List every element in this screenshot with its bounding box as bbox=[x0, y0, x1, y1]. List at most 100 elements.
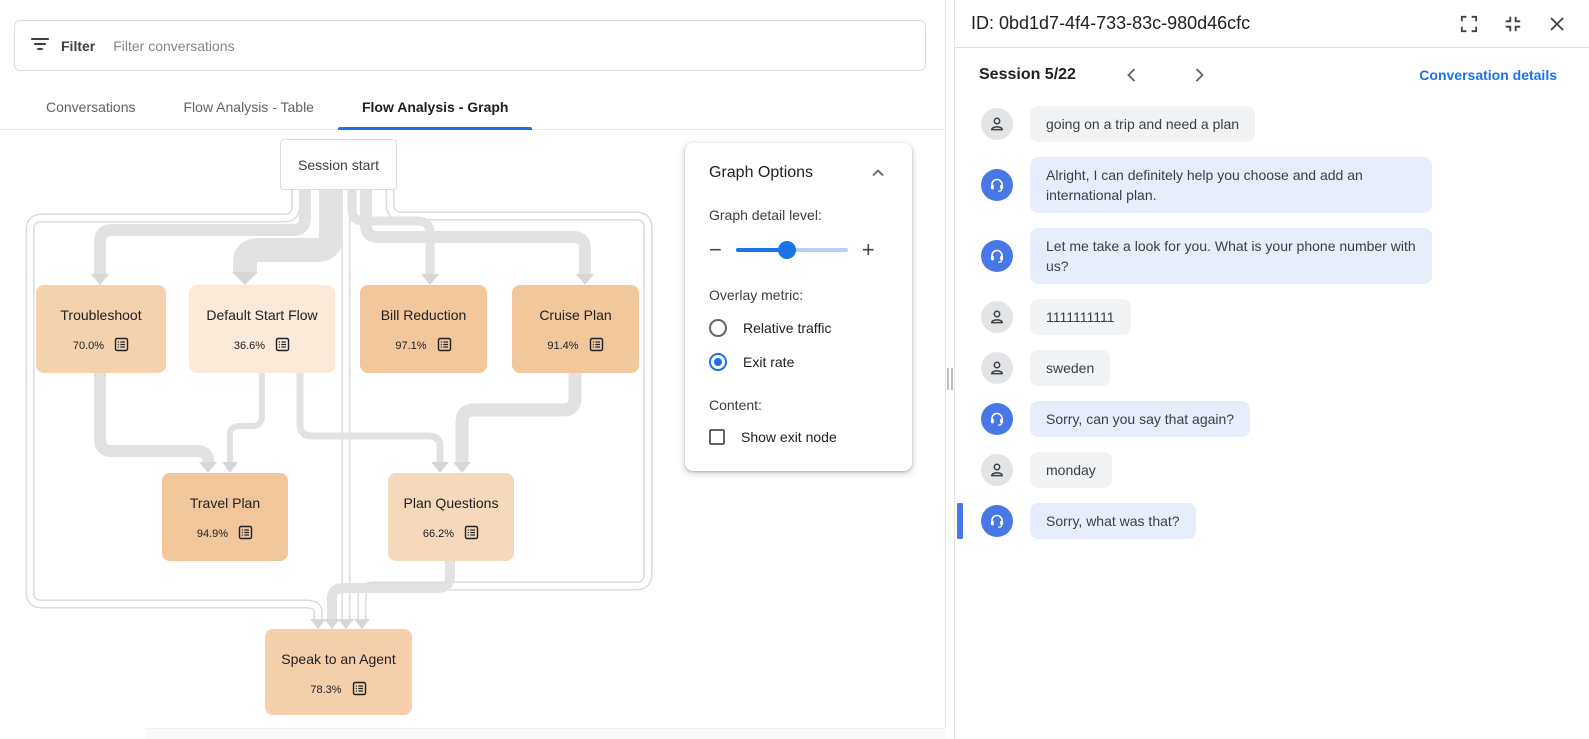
list-alt-icon[interactable] bbox=[437, 337, 452, 355]
graph-options-title: Graph Options bbox=[709, 164, 814, 181]
chat-message: 1111111111 bbox=[981, 299, 1565, 335]
list-alt-icon[interactable] bbox=[238, 525, 253, 543]
previous-session-chevron-left-icon[interactable] bbox=[1120, 63, 1144, 87]
panel-resize-divider[interactable] bbox=[946, 0, 955, 739]
agent-avatar-headset-icon bbox=[981, 169, 1013, 201]
checkbox-label: Show exit node bbox=[741, 429, 837, 445]
flow-node-label: Session start bbox=[298, 156, 379, 173]
slider-track[interactable] bbox=[735, 241, 848, 259]
chat-message: Alright, I can definitely help you choos… bbox=[981, 157, 1565, 213]
radio-label: Exit rate bbox=[743, 354, 795, 370]
tab-flow-analysis-table[interactable]: Flow Analysis - Table bbox=[183, 99, 314, 115]
zoom-out-minus-button[interactable]: − bbox=[709, 237, 722, 262]
session-nav-row: Session 5/22 Conversation details bbox=[955, 48, 1589, 102]
flow-node-label: Plan Questions bbox=[403, 495, 499, 511]
agent-avatar-headset-icon bbox=[981, 240, 1013, 272]
flow-node-speak-to-an-agent[interactable]: Speak to an Agent 78.3% bbox=[265, 629, 412, 715]
show-exit-node-checkbox[interactable]: Show exit node bbox=[709, 429, 888, 445]
user-avatar-icon bbox=[981, 454, 1013, 486]
flow-node-bill-reduction[interactable]: Bill Reduction 97.1% bbox=[360, 285, 487, 373]
collapse-chevron-up-icon[interactable] bbox=[868, 163, 888, 183]
message-bubble[interactable]: Sorry, can you say that again? bbox=[1030, 401, 1251, 437]
tab-flow-analysis-graph[interactable]: Flow Analysis - Graph bbox=[337, 85, 533, 130]
filter-list-icon bbox=[31, 37, 49, 54]
drag-handle-icon[interactable] bbox=[947, 368, 953, 390]
chat-transcript: going on a trip and need a plan Alright,… bbox=[955, 102, 1589, 539]
flow-graph-edges bbox=[25, 190, 653, 629]
message-bubble[interactable]: monday bbox=[1030, 452, 1112, 488]
exit-rate-value: 97.1% bbox=[395, 340, 427, 352]
flow-node-label: Travel Plan bbox=[189, 495, 261, 511]
next-session-chevron-right-icon[interactable] bbox=[1188, 63, 1212, 87]
message-bubble[interactable]: Alright, I can definitely help you choos… bbox=[1030, 157, 1432, 213]
flow-node-plan-questions[interactable]: Plan Questions 66.2% bbox=[388, 473, 514, 561]
conversation-id-title: ID: 0bd1d7-4f4-733-83c-980d46cfc bbox=[971, 13, 1251, 33]
exit-rate-value: 66.2% bbox=[422, 528, 455, 540]
user-avatar-icon bbox=[981, 108, 1013, 140]
exit-rate-value: 36.6% bbox=[233, 340, 266, 352]
close-icon[interactable] bbox=[1547, 14, 1567, 34]
graph-detail-slider: − + bbox=[709, 237, 888, 262]
agent-avatar-headset-icon bbox=[981, 403, 1013, 435]
flow-graph-canvas[interactable]: Session start Troubleshoot 70.0% Default… bbox=[0, 130, 946, 739]
horizontal-scrollbar[interactable] bbox=[145, 728, 946, 739]
chat-message: going on a trip and need a plan bbox=[981, 106, 1565, 142]
user-avatar-icon bbox=[981, 352, 1013, 384]
chat-message: monday bbox=[981, 452, 1565, 488]
graph-detail-level-label: Graph detail level: bbox=[709, 207, 822, 223]
zoom-in-plus-button[interactable]: + bbox=[861, 237, 875, 262]
exit-rate-value: 94.9% bbox=[196, 528, 229, 540]
radio-icon-selected[interactable] bbox=[709, 353, 727, 371]
radio-relative-traffic[interactable]: Relative traffic bbox=[709, 319, 888, 337]
chat-message: Sorry, can you say that again? bbox=[981, 401, 1565, 437]
list-alt-icon[interactable] bbox=[589, 337, 604, 355]
flow-node-default-start-flow[interactable]: Default Start Flow 36.6% bbox=[189, 285, 335, 373]
fullscreen-icon[interactable] bbox=[1459, 14, 1479, 34]
exit-rate-value: 78.3% bbox=[310, 684, 342, 696]
message-bubble[interactable]: Sorry, what was that? bbox=[1030, 503, 1196, 539]
message-bubble[interactable]: Let me take a look for you. What is your… bbox=[1030, 228, 1432, 284]
content-label: Content: bbox=[709, 397, 762, 413]
filter-conversations-input[interactable]: Filter Filter conversations bbox=[14, 20, 926, 71]
exit-rate-value: 91.4% bbox=[547, 340, 579, 352]
flow-node-label: Cruise Plan bbox=[539, 307, 612, 323]
radio-label: Relative traffic bbox=[743, 320, 832, 336]
highlight-indicator-bar bbox=[957, 503, 963, 539]
filter-label: Filter bbox=[61, 37, 96, 54]
graph-options-panel: Graph Options Graph detail level: − + Ov… bbox=[685, 143, 912, 471]
chat-message-highlighted: Sorry, what was that? bbox=[957, 503, 1565, 539]
list-alt-icon[interactable] bbox=[114, 337, 129, 355]
flow-node-cruise-plan[interactable]: Cruise Plan 91.4% bbox=[512, 285, 639, 373]
flow-node-session-start[interactable]: Session start bbox=[280, 139, 397, 190]
overlay-metric-label: Overlay metric: bbox=[709, 287, 804, 303]
flow-node-label: Speak to an Agent bbox=[281, 651, 396, 667]
radio-icon-unselected[interactable] bbox=[709, 319, 727, 337]
tab-bar: Conversations Flow Analysis - Table Flow… bbox=[0, 85, 946, 130]
message-bubble[interactable]: 1111111111 bbox=[1030, 299, 1131, 335]
user-avatar-icon bbox=[981, 301, 1013, 333]
conversation-details-link[interactable]: Conversation details bbox=[1419, 67, 1557, 83]
exit-rate-value: 70.0% bbox=[72, 340, 105, 352]
tab-conversations[interactable]: Conversations bbox=[46, 99, 136, 115]
flow-node-label: Troubleshoot bbox=[60, 307, 142, 323]
flow-node-troubleshoot[interactable]: Troubleshoot 70.0% bbox=[36, 285, 166, 373]
agent-avatar-headset-icon bbox=[981, 505, 1013, 537]
slider-fill bbox=[735, 248, 786, 252]
message-bubble[interactable]: sweden bbox=[1030, 350, 1111, 386]
flow-analysis-panel: Filter Filter conversations Conversation… bbox=[0, 0, 946, 739]
checkbox-icon[interactable] bbox=[709, 429, 725, 445]
fullscreen-exit-icon[interactable] bbox=[1503, 14, 1523, 34]
conversation-detail-panel: ID: 0bd1d7-4f4-733-83c-980d46cfc Session… bbox=[955, 0, 1589, 739]
message-bubble[interactable]: going on a trip and need a plan bbox=[1030, 106, 1256, 142]
session-counter: Session 5/22 bbox=[979, 66, 1076, 83]
filter-placeholder: Filter conversations bbox=[113, 37, 235, 54]
flow-node-label: Bill Reduction bbox=[380, 307, 467, 323]
conversation-header: ID: 0bd1d7-4f4-733-83c-980d46cfc bbox=[955, 0, 1589, 48]
list-alt-icon[interactable] bbox=[352, 681, 367, 699]
chat-message: Let me take a look for you. What is your… bbox=[981, 228, 1565, 284]
slider-thumb[interactable] bbox=[777, 241, 796, 259]
list-alt-icon[interactable] bbox=[275, 337, 290, 355]
list-alt-icon[interactable] bbox=[464, 525, 479, 543]
flow-node-travel-plan[interactable]: Travel Plan 94.9% bbox=[162, 473, 288, 561]
radio-exit-rate[interactable]: Exit rate bbox=[709, 353, 888, 371]
